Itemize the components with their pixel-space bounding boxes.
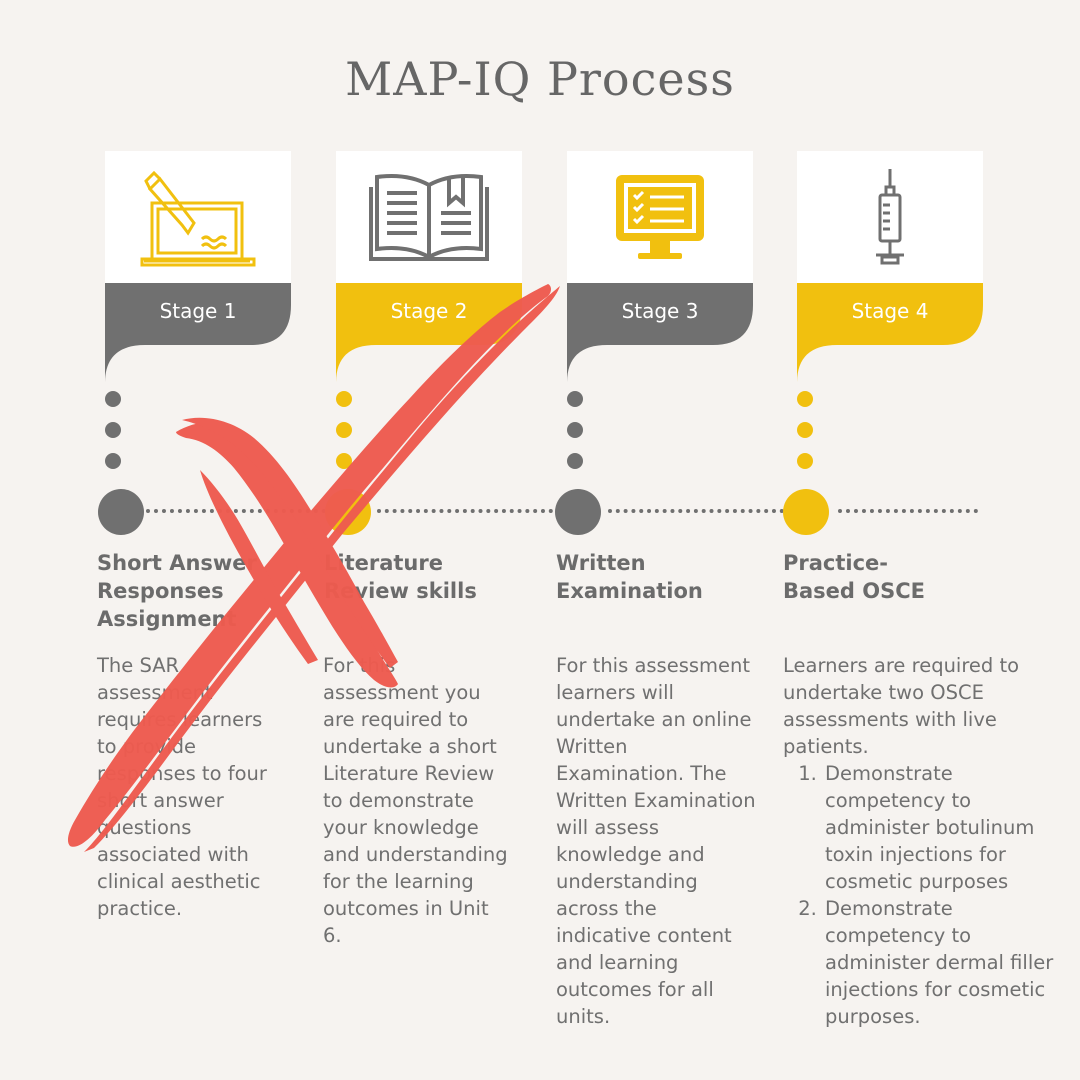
stage-2-label: Stage 2 [390,299,468,323]
page-title: MAP-IQ Process [345,52,735,106]
timeline-dotted-line [146,509,342,513]
connector-dot [105,391,121,407]
timeline-node-stage-2 [325,489,371,535]
connector-dot [567,422,583,438]
stage-2-tab: Stage 2 [336,283,522,383]
connector-dot [797,391,813,407]
stage-4-intro: Learners are required to undertake two O… [783,654,1020,758]
stage-1-description: The SAR assessment requires learners to … [97,654,267,920]
stage-1-icon-box [105,151,291,283]
stage-2-description: For this assessment you are required to … [323,654,508,947]
connector-dot [336,422,352,438]
timeline-node-stage-1 [98,489,144,535]
connector-dot [797,453,813,469]
stage-4-tab: Stage 4 [797,283,983,383]
stage-2-heading: Literature Review skills [324,551,477,603]
stage-3-description: For this assessment learners will undert… [556,654,756,1028]
stage-1-label: Stage 1 [159,299,237,323]
timeline-node-stage-3 [555,489,601,535]
timeline-node-stage-4 [783,489,829,535]
stage-4-description: Learners are required to undertake two O… [783,652,1073,1030]
stage-4-card: Stage 4 [797,151,983,383]
connector-dot [336,453,352,469]
stage-1-tab: Stage 1 [105,283,291,383]
timeline-dotted-line [377,509,553,513]
stage-3-icon-box [567,151,753,283]
timeline-dotted-line [838,509,978,513]
stage-4-icon-box [797,151,983,283]
stage-3-label: Stage 3 [621,299,699,323]
stage-4-list: Demonstrate competency to administer bot… [783,760,1073,1030]
open-book-icon [369,174,489,261]
connector-dot [567,391,583,407]
stage-2-card: Stage 2 [336,151,522,383]
stage-4-label: Stage 4 [851,299,929,323]
stage-3-tab: Stage 3 [567,283,753,383]
connector-dot [797,422,813,438]
list-item: Demonstrate competency to administer der… [823,895,1073,1030]
connector-dot [105,422,121,438]
stage-2-icon-box [336,151,522,283]
stage-3-card: Stage 3 [567,151,753,383]
connector-dot [105,453,121,469]
connector-dot [336,391,352,407]
monitor-checklist-icon [616,175,704,259]
stage-1-card: Stage 1 [105,151,291,383]
laptop-pencil-icon [140,170,256,267]
stage-4-heading: Practice-Based OSCE [783,551,925,603]
connector-dot [567,453,583,469]
syringe-icon [876,169,904,265]
stage-3-heading: Written Examination [556,551,703,603]
stage-1-heading: Short Answer Responses Assignment [97,551,257,631]
list-item: Demonstrate competency to administer bot… [823,760,1073,895]
timeline-dotted-line [608,509,784,513]
